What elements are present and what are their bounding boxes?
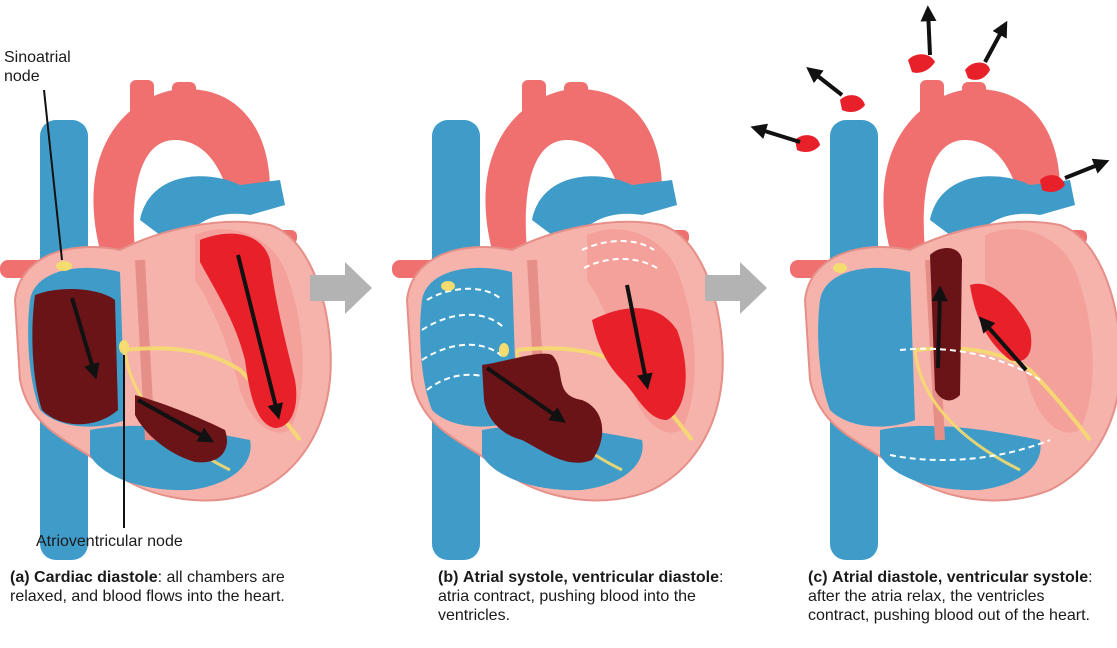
heart-panel-b (392, 80, 723, 560)
caption-a: (a) Cardiac diastole: all chambers are r… (10, 568, 335, 606)
oxygenated-blood-c (970, 283, 1032, 362)
caption-a-text: : all chambers are relaxed, and blood fl… (10, 569, 285, 605)
sinoatrial-node-dot (56, 261, 72, 271)
caption-a-title: Cardiac diastole (34, 569, 158, 586)
outflow-arrow-5 (1064, 158, 1110, 180)
caption-c: (c) Atrial diastole, ventricular systole… (808, 568, 1110, 625)
heart-panel-c (750, 5, 1117, 560)
sinoatrial-label-line1: Sinoatrial (4, 49, 71, 66)
flow-arrow-a2 (137, 398, 215, 443)
sinoatrial-node-label: Sinoatrial node (4, 48, 71, 86)
transition-arrow-1 (310, 262, 372, 314)
oxygenated-blood-b (592, 308, 686, 420)
flow-arrow-b2 (625, 284, 653, 390)
caption-a-tag: (a) (10, 569, 30, 586)
flow-arrow-a1 (70, 297, 100, 380)
flow-arrow-b1 (485, 366, 566, 423)
outflow-arrow-4 (750, 123, 801, 144)
caption-b-text: : atria contract, pushing blood into the… (438, 569, 724, 624)
outflow-arrow-3 (806, 67, 844, 97)
flow-arrow-a3 (236, 254, 284, 420)
atrioventricular-node-label: Atrioventricular node (36, 533, 183, 550)
outflow-arrow-2 (983, 20, 1008, 63)
caption-b: (b) Atrial systole, ventricular diastole… (438, 568, 748, 625)
caption-c-text: : after the atria relax, the ventricles … (808, 569, 1093, 624)
sinoatrial-pointer (43, 89, 63, 261)
heart-panel-a (0, 80, 331, 560)
caption-c-title: Atrial diastole, ventricular systole (832, 569, 1089, 586)
sinoatrial-label-line2: node (4, 68, 40, 85)
flow-arrow-c1 (931, 285, 948, 369)
atrioventricular-node-dot (119, 340, 129, 354)
oxygenated-blood-a (200, 233, 297, 428)
caption-c-tag: (c) (808, 569, 828, 586)
transition-arrow-2 (705, 262, 767, 314)
outflow-arrow-1 (920, 5, 937, 56)
caption-b-tag: (b) (438, 569, 459, 586)
caption-b-title: Atrial systole, ventricular diastole (462, 569, 719, 586)
deoxygenated-blood-c (930, 248, 962, 401)
flow-arrow-c2 (978, 316, 1028, 372)
